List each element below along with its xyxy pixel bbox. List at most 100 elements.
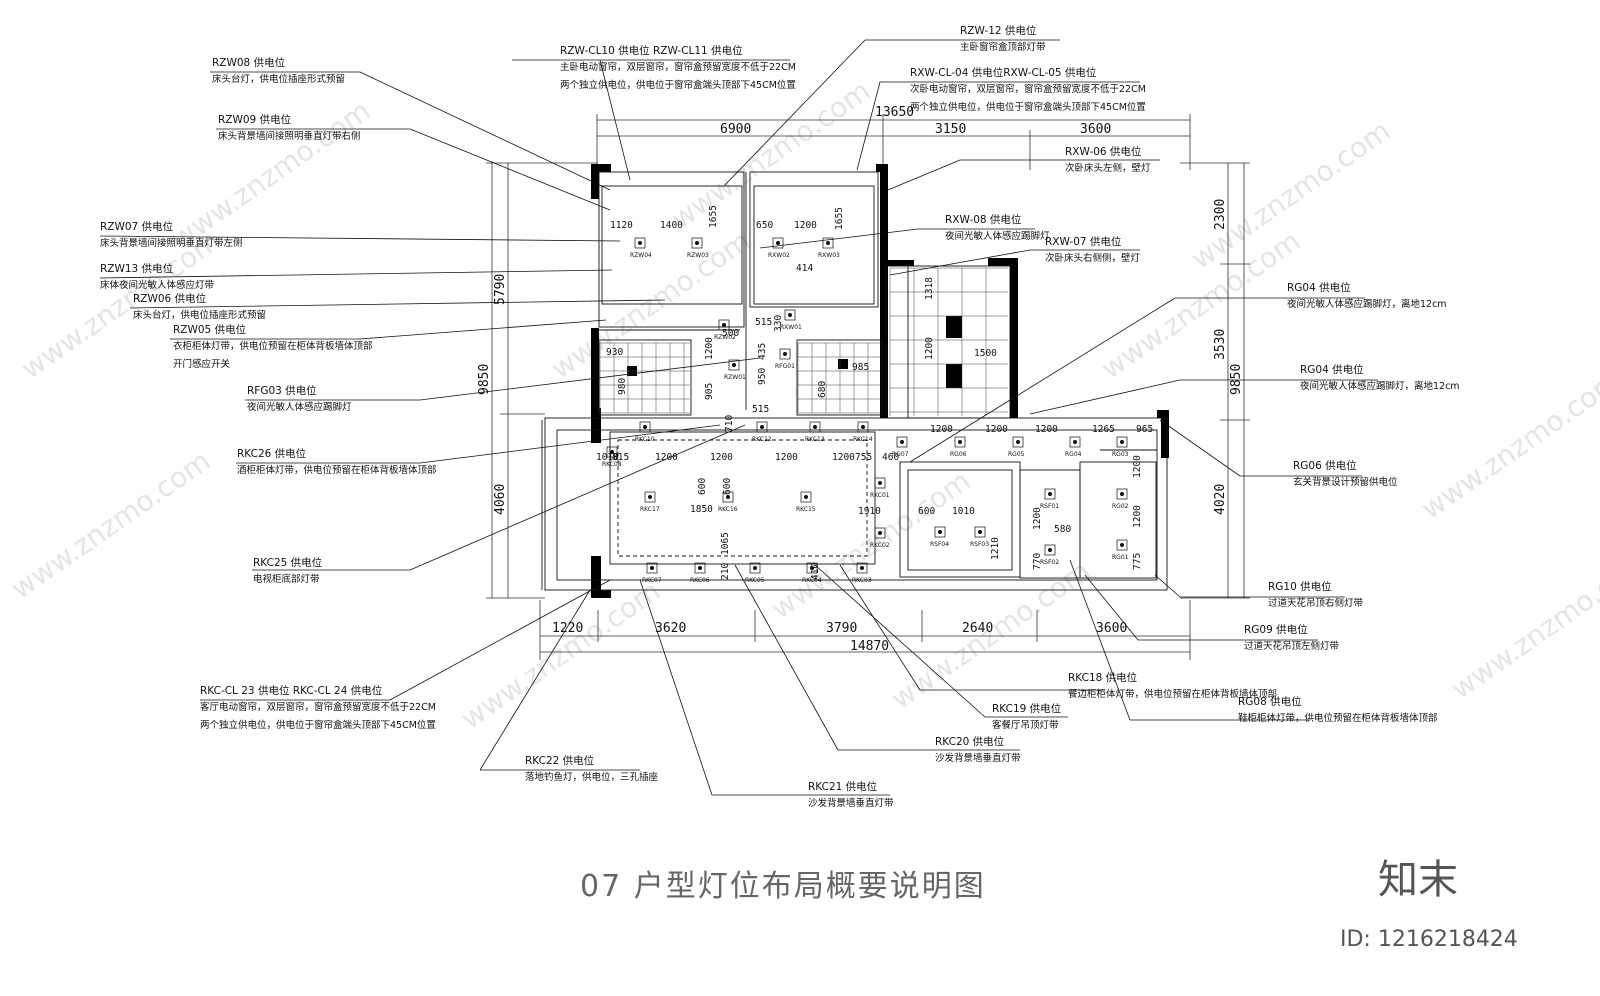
watermark-layer: www.znzmo.comwww.znzmo.comwww.znzmo.comw… [5, 74, 1600, 736]
fixture-symbol: RKC04 [802, 562, 822, 584]
callout-code: RZW08 供电位 [212, 56, 286, 69]
callout-code: RKC20 供电位 [935, 735, 1005, 748]
callout-description: 床头台灯，供电位插座形式预留 [212, 73, 345, 85]
inner-dimension-label: 680 [817, 381, 828, 398]
inner-dimension-label: 1010 [596, 452, 619, 463]
callout-description: 夜间光敏人体感应踢脚灯 [945, 230, 1050, 242]
inner-dimension-label: 985 [852, 362, 869, 373]
inner-dimension-label: 650 [756, 220, 773, 231]
fixture-code: RSF04 [930, 541, 949, 548]
inner-dimension-label: 1500 [974, 348, 997, 359]
inner-dimension-label: 1850 [690, 504, 713, 515]
callout-code: RKC25 供电位 [253, 556, 323, 569]
callout-description: 夜间光敏人体感应踢脚灯，离地12cm [1287, 298, 1447, 310]
inner-dimension-label: 435 [757, 343, 768, 360]
inner-dimension-label: 1200 [924, 337, 935, 360]
callout-description: 过道天花吊顶左侧灯带 [1244, 640, 1340, 652]
fixture-code: RSF01 [1040, 503, 1059, 510]
dim-bottom: 2640 [962, 621, 993, 636]
inner-dimension-label: 950 [757, 368, 768, 385]
fixture-symbol: RZW04 [630, 237, 652, 259]
fixture-code: RKC13 [805, 436, 825, 443]
fixture-code: RG05 [1008, 451, 1025, 458]
fixture-code: RXW01 [780, 324, 802, 331]
callout-description: 夜间光敏人体感应踢脚灯 [247, 401, 352, 413]
fixture-symbol: RKC01 [870, 477, 890, 499]
fixture-code: RZW04 [630, 252, 652, 259]
inner-dimension-label: 580 [1054, 524, 1071, 535]
dimension-lines [486, 114, 1250, 660]
dim-right: 3530 [1213, 329, 1228, 360]
callout-code: RZW07 供电位 [100, 220, 174, 233]
inner-dimension-label: 710 [724, 415, 735, 432]
inner-dimension-label: 980 [617, 378, 628, 395]
callout-description: 两个独立供电位，供电位于窗帘盒端头顶部下45CM位置 [200, 719, 436, 731]
dimension-texts: 13650 6900 3150 3600 1220 3620 3790 2640… [477, 105, 1244, 654]
callout-description: 客厅电动窗帘，双层窗帘，窗帘盒预留宽度不低于22CM [200, 701, 436, 713]
room-outlines [541, 171, 1168, 591]
fixture-code: RKC16 [718, 506, 738, 513]
watermark-text: www.znzmo.com [545, 224, 756, 386]
fixture-symbol: RZW01 [724, 359, 746, 381]
callout-description: 两个独立供电位，供电位于窗帘盒端头顶部下45CM位置 [560, 79, 796, 91]
callout-description: 床头背景墙间接照明垂直灯带左侧 [100, 237, 243, 249]
inner-dimension-label: 1200 [832, 452, 855, 463]
fixture-code: RSF03 [970, 541, 989, 548]
callout-description: 酒柜柜体灯带，供电位预留在柜体背板墙体顶部 [237, 464, 437, 476]
fixture-symbol: RG01 [1112, 539, 1129, 561]
dim-top: 6900 [720, 122, 751, 137]
inner-dimension-label: 500 [722, 328, 739, 339]
inner-dimension-label: 600 [697, 478, 708, 495]
inner-dimension-label: 1200 [1132, 455, 1143, 478]
image-id: ID: 1216218424 [1340, 927, 1518, 952]
inner-dimension-label: 1200 [704, 337, 715, 360]
fixture-code: RKC10 [635, 436, 655, 443]
fixture-symbol: RKC03 [852, 562, 872, 584]
callout-code: RKC22 供电位 [525, 754, 595, 767]
inner-dimension-label: 1200 [1032, 507, 1043, 530]
dim-bottom: 3790 [826, 621, 857, 636]
inner-dimension-label: 460 [882, 452, 899, 463]
inner-dimension-label: 1200 [655, 452, 678, 463]
fixture-symbol: RXW03 [818, 237, 840, 259]
callout-code: RZW-CL10 供电位 RZW-CL11 供电位 [560, 44, 743, 57]
fixture-code: RZW01 [724, 374, 746, 381]
inner-dimension-label: 410 [810, 563, 821, 580]
callout-description: 衣柜柜体灯带，供电位预留在柜体背板墙体顶部 [173, 340, 373, 352]
inner-dimension-label: 815 [612, 452, 629, 463]
fixture-code: RG04 [1065, 451, 1082, 458]
callout-code: RKC26 供电位 [237, 447, 307, 460]
dim-right: 9850 [1229, 364, 1244, 395]
inner-dimension-label: 515 [752, 404, 769, 415]
callout-description: 床头背景墙间接照明垂直灯带右侧 [218, 130, 361, 142]
callout-code: RG04 供电位 [1300, 363, 1364, 376]
fixture-code: RKC05 [745, 577, 765, 584]
inner-dimension-label: 1200 [775, 452, 798, 463]
inner-dimension-label: 755 [855, 452, 872, 463]
callout-description: 两个独立供电位，供电位于窗帘盒端头顶部下45CM位置 [910, 101, 1146, 113]
inner-dimension-label: 414 [796, 263, 813, 274]
dim-top-total: 13650 [875, 105, 914, 120]
brand-logo: 知末 [1378, 857, 1458, 903]
callout-description: 过道天花吊顶右侧灯带 [1268, 597, 1364, 609]
inner-dimension-label: 1400 [660, 220, 683, 231]
callout: RXW-CL-04 供电位RXW-CL-05 供电位次卧电动窗帘，双层窗帘，窗帘… [910, 66, 1146, 113]
fixture-symbol: RG03 [1112, 436, 1129, 458]
fixture-symbol: RKC07 [642, 562, 662, 584]
callout-code: RZW09 供电位 [218, 113, 292, 126]
dim-top: 3150 [935, 122, 966, 137]
inner-dimension-label: 210 [720, 563, 731, 580]
inner-dimension-label: 1065 [720, 532, 731, 555]
inner-dimension-label: 1010 [952, 506, 975, 517]
